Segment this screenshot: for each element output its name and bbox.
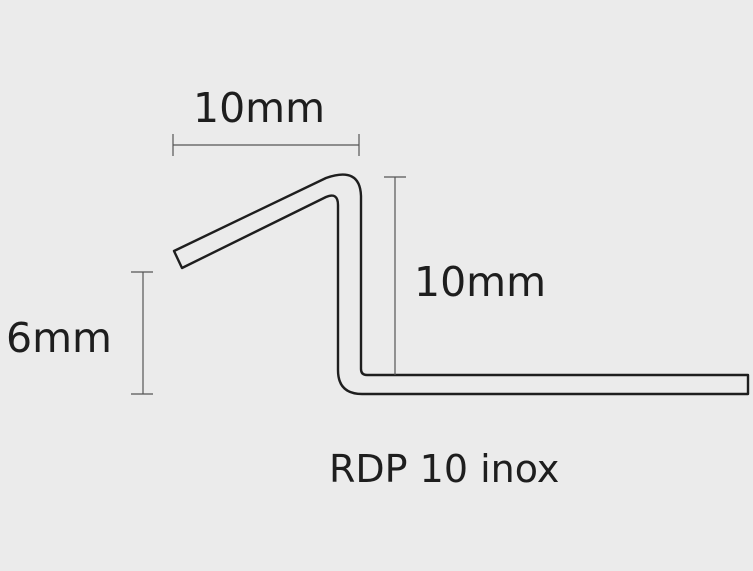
product-caption: RDP 10 inox <box>329 447 560 491</box>
vertical-dimension-label: 10mm <box>414 258 547 306</box>
top-dimension-line <box>172 134 360 156</box>
profile-outline <box>172 173 750 396</box>
left-dimension-line <box>131 271 153 395</box>
top-dimension-label: 10mm <box>193 84 326 132</box>
left-dimension-label: 6mm <box>6 314 112 362</box>
right-dimension-line <box>384 176 406 375</box>
